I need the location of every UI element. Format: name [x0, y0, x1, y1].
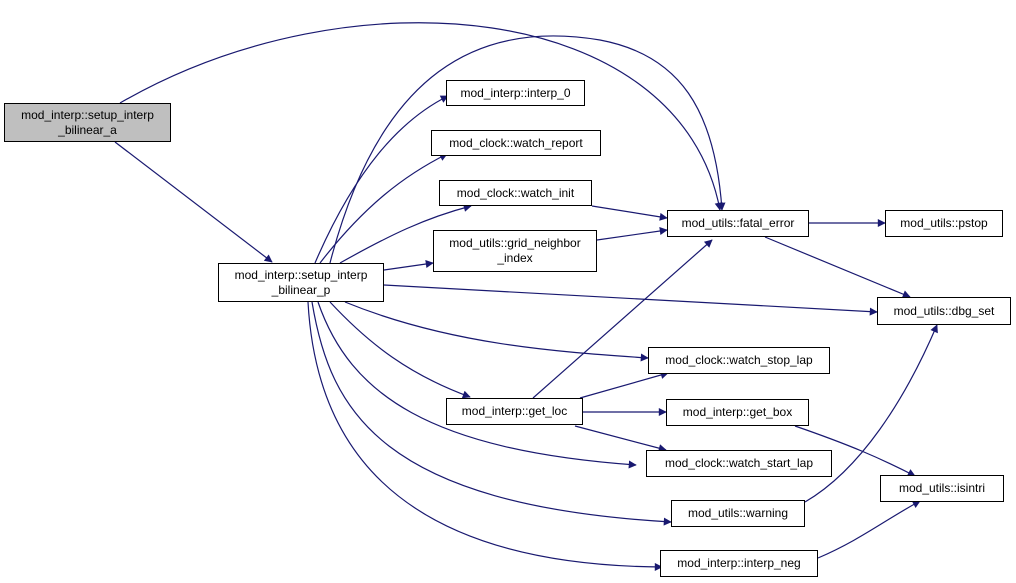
edge-warning-to-dbg-set: [804, 324, 938, 503]
edge-p-to-grid-neighbor: [383, 260, 434, 271]
node-isintri[interactable]: mod_utils::isintri: [880, 475, 1004, 502]
node-label-line1: mod_clock::watch_report: [449, 135, 583, 150]
edge-get-loc-to-watch-stop-lap: [579, 371, 669, 399]
node-label-line1: mod_utils::isintri: [898, 481, 986, 495]
node-label-line1: mod_utils::pstop: [900, 216, 988, 230]
edge-grid-neighbor-to-fatal-error: [596, 227, 668, 241]
node-label-line1: mod_interp::get_loc: [461, 404, 568, 418]
node-label-line1: mod_interp::setup_interp: [234, 267, 368, 282]
node-label-line1: mod_interp::get_box: [682, 405, 793, 419]
edge-get-loc-to-watch-start-lap: [574, 425, 667, 453]
edge-get-loc-to-fatal-error: [532, 239, 713, 399]
node-label-line1: mod_clock::watch_init: [456, 185, 575, 200]
edge-p-to-get-loc: [329, 301, 471, 399]
node-pstop[interactable]: mod_utils::pstop: [885, 210, 1003, 237]
node-watch-start-lap[interactable]: mod_clock::watch_start_lap: [646, 450, 832, 477]
edge-fatal-error-to-dbg-set: [764, 236, 911, 298]
edge-watch-init-to-fatal-error: [591, 205, 668, 221]
edge-p-to-interp-neg: [307, 301, 663, 571]
node-label-line1: mod_utils::grid_neighbor: [449, 236, 581, 250]
node-label-line1: mod_interp::interp_neg: [677, 556, 801, 570]
node-grid-neighbor-index[interactable]: mod_utils::grid_neighbor _index: [433, 230, 597, 272]
node-warning[interactable]: mod_utils::warning: [671, 500, 805, 527]
node-label-line1: mod_interp::setup_interp: [21, 107, 154, 122]
edge-p-to-interp-0: [314, 95, 449, 264]
edge-p-to-dbg-set: [383, 284, 878, 316]
node-label-line1: mod_utils::dbg_set: [893, 303, 995, 318]
edge-p-to-warning: [311, 301, 672, 526]
node-label-line1: mod_utils::fatal_error: [681, 216, 795, 230]
node-setup-interp-bilinear-p[interactable]: mod_interp::setup_interp _bilinear_p: [218, 263, 384, 302]
node-get-loc[interactable]: mod_interp::get_loc: [446, 398, 583, 425]
node-watch-report[interactable]: mod_clock::watch_report: [431, 130, 601, 156]
edge-p-to-watch-report: [319, 153, 448, 264]
node-watch-stop-lap[interactable]: mod_clock::watch_stop_lap: [648, 347, 830, 374]
node-interp-0[interactable]: mod_interp::interp_0: [446, 80, 585, 106]
node-label-line1: mod_interp::interp_0: [460, 85, 571, 100]
node-label-line2: _bilinear_a: [58, 122, 117, 137]
node-label-line2: _bilinear_p: [271, 282, 331, 297]
edge-p-to-watch-start-lap: [317, 301, 637, 469]
node-get-box[interactable]: mod_interp::get_box: [666, 399, 809, 426]
edge-a-to-p: [114, 141, 273, 263]
edge-a-to-fatal-error: [119, 22, 723, 211]
edge-p-to-watch-init: [339, 203, 472, 264]
edge-p-to-fatal-error: [329, 35, 726, 264]
edge-interp-neg-to-isintri: [817, 500, 921, 559]
node-label-line2: _index: [497, 251, 533, 265]
node-label-line1: mod_utils::warning: [687, 506, 789, 520]
node-interp-neg[interactable]: mod_interp::interp_neg: [660, 550, 818, 577]
edge-p-to-watch-stop-lap: [344, 301, 649, 362]
node-setup-interp-bilinear-a[interactable]: mod_interp::setup_interp _bilinear_a: [4, 103, 171, 142]
node-watch-init[interactable]: mod_clock::watch_init: [439, 180, 592, 206]
node-fatal-error[interactable]: mod_utils::fatal_error: [667, 210, 809, 237]
node-dbg-set[interactable]: mod_utils::dbg_set: [877, 297, 1011, 325]
node-label-line1: mod_clock::watch_start_lap: [664, 456, 814, 470]
node-label-line1: mod_clock::watch_stop_lap: [665, 353, 813, 367]
